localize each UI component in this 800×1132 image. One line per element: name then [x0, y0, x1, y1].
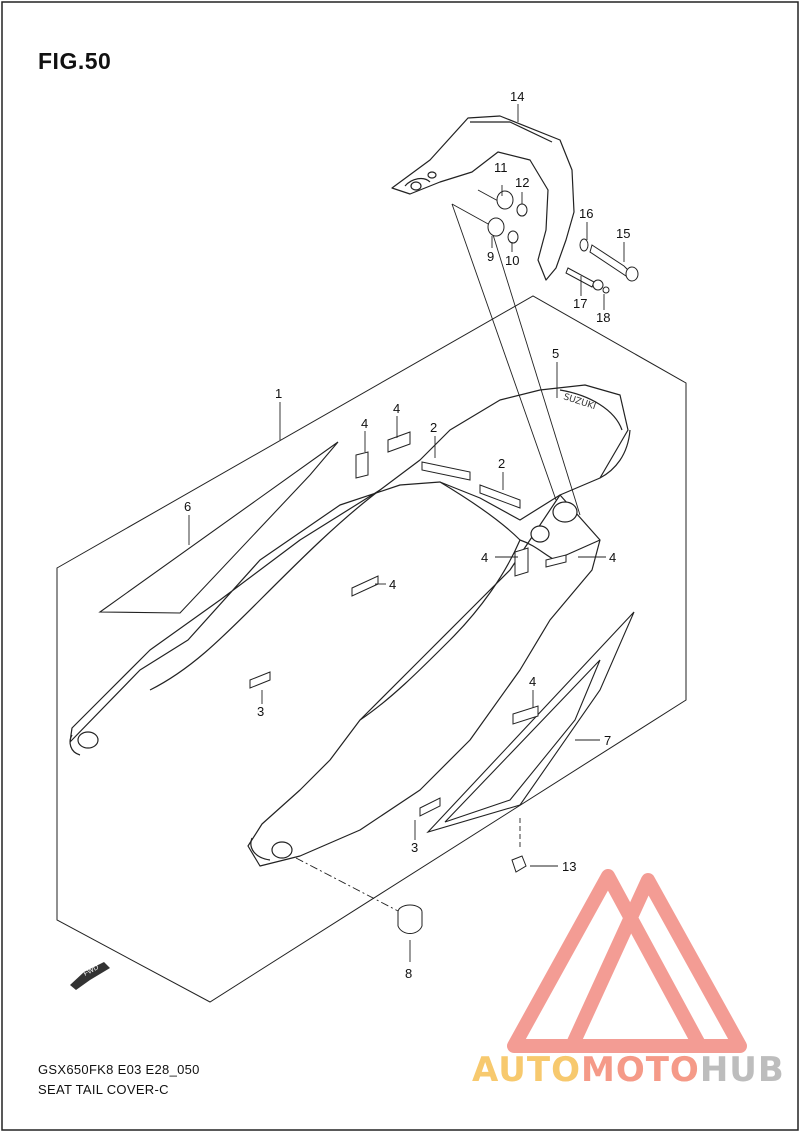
rail-bolts	[565, 238, 639, 294]
figure-number: FIG.50	[38, 48, 112, 74]
watermark-part-auto: AUTO	[472, 1050, 581, 1090]
figure-title: SEAT TAIL COVER-C	[38, 1082, 169, 1097]
forward-direction-arrow: FWD	[70, 962, 110, 990]
callout-15: 15	[616, 226, 630, 241]
callout-5: 5	[552, 346, 559, 361]
callout-4a: 4	[361, 416, 368, 431]
callout-3b: 3	[411, 840, 418, 855]
callout-7: 7	[604, 733, 611, 748]
callout-17: 17	[573, 296, 587, 311]
grommet	[397, 904, 423, 934]
callout-leaders	[188, 104, 625, 962]
callout-4e: 4	[389, 577, 396, 592]
model-code: GSX650FK8 E03 E28_050	[38, 1062, 200, 1077]
rail-bushings	[487, 190, 528, 244]
seat-tail-cover-body	[69, 384, 631, 867]
callout-6: 6	[184, 499, 191, 514]
watermark-text: AUTOMOTOHUB	[472, 1050, 785, 1090]
right-side-decal	[426, 611, 635, 834]
watermark-logo	[507, 869, 747, 1053]
clip-nut	[511, 855, 527, 873]
assembly-lines	[295, 189, 581, 913]
assembly-frame	[56, 295, 687, 1003]
callout-numbers: 1 2 2 3 3 4 4 4 4 4 4 4 5 6 7 8 9 10 11 …	[184, 89, 630, 981]
callout-4c: 4	[481, 550, 488, 565]
callout-16: 16	[579, 206, 593, 221]
callout-14: 14	[510, 89, 524, 104]
callout-2b: 2	[498, 456, 505, 471]
callout-8: 8	[405, 966, 412, 981]
callout-4b: 4	[393, 401, 400, 416]
caution-stickers	[249, 431, 567, 817]
callout-13: 13	[562, 859, 576, 874]
watermark-part-moto: MOTO	[580, 1050, 700, 1090]
callout-3a: 3	[257, 704, 264, 719]
callout-10: 10	[505, 253, 519, 268]
left-stripe-decal	[98, 441, 339, 614]
callout-11: 11	[494, 160, 508, 175]
callout-4f: 4	[529, 674, 536, 689]
callout-18: 18	[596, 310, 610, 325]
callout-12: 12	[515, 175, 529, 190]
callout-9: 9	[487, 249, 494, 264]
grab-rail	[391, 115, 575, 281]
callout-4d: 4	[609, 550, 616, 565]
watermark-part-hub: HUB	[699, 1050, 785, 1090]
callout-1: 1	[275, 386, 282, 401]
callout-2a: 2	[430, 420, 437, 435]
